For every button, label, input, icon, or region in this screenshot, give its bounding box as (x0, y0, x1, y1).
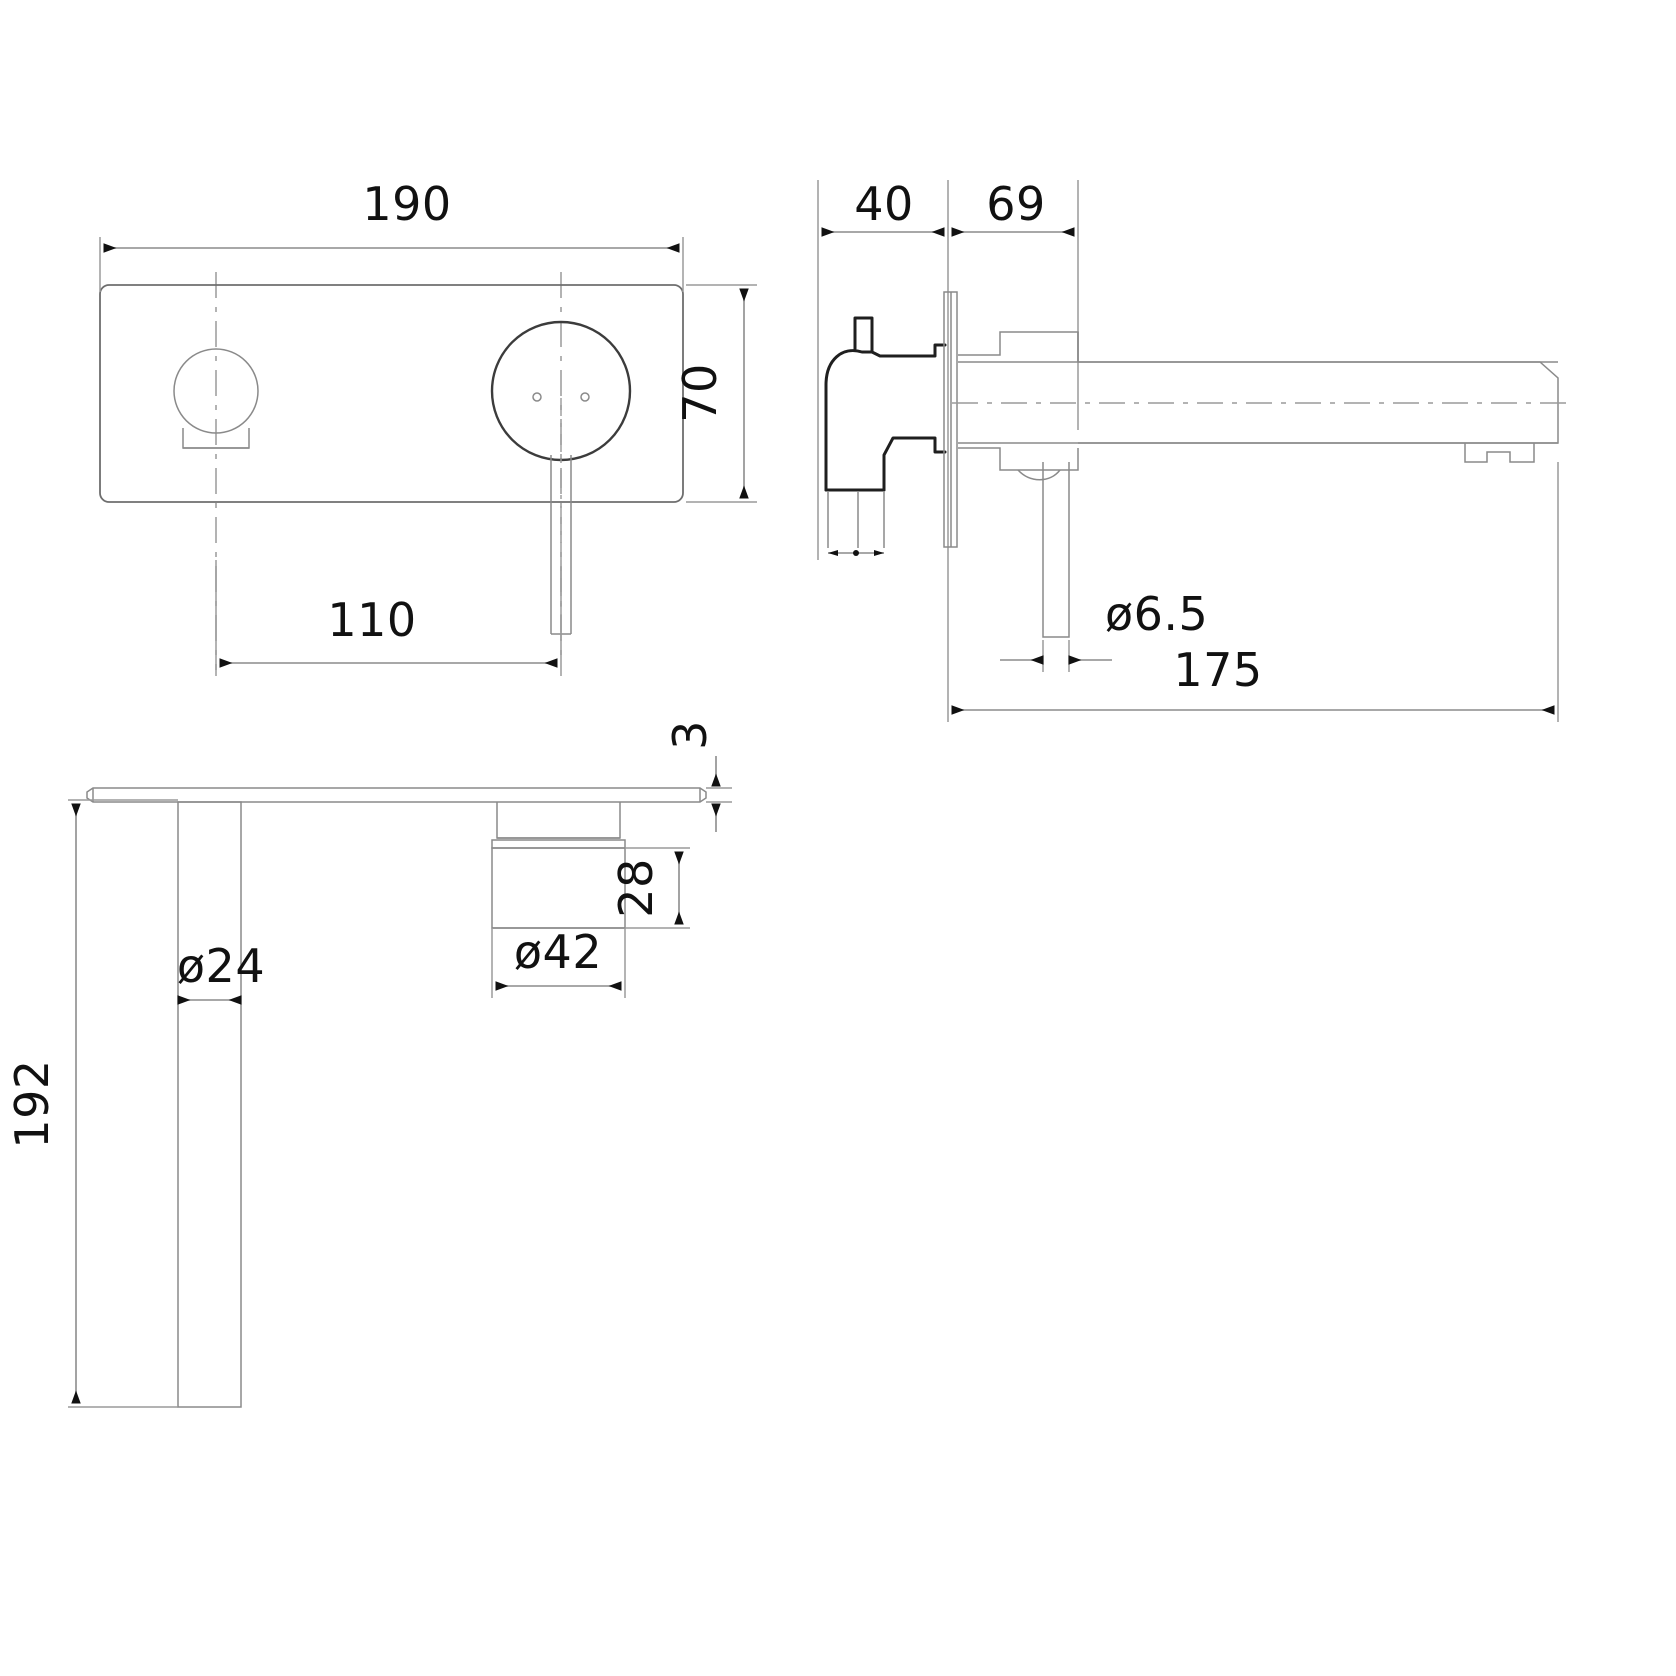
handle-screw-left (532, 392, 542, 402)
plan-spout-barrel (491, 847, 626, 929)
dim-label-69: 69 (986, 177, 1046, 231)
dimension-diam-42: ø42 (491, 925, 626, 998)
dimension-40: 40 (821, 177, 945, 237)
side-section-view: 40 69 ø6.5 175 (817, 177, 1570, 722)
spout-outlet-front (173, 348, 259, 449)
dim-label-28: 28 (609, 858, 663, 918)
dim-label-70: 70 (673, 363, 727, 423)
spout-outlet-detail (1464, 443, 1535, 463)
plan-lever-body (177, 801, 242, 1408)
plan-spout-neck (496, 802, 621, 839)
plan-faceplate-edge (86, 787, 707, 803)
spout-outlet-circle (173, 348, 259, 434)
side-lever-stem (1042, 462, 1070, 638)
dimension-70: 70 (673, 284, 757, 503)
dimension-190: 190 (99, 177, 684, 292)
dimension-69: 69 (951, 177, 1075, 237)
plan-spout-flange (491, 839, 626, 849)
valve-body-profile (824, 316, 947, 492)
front-elevation-view: 190 70 110 (99, 177, 757, 676)
spout-outer-body (1078, 361, 1559, 444)
valve-tail-legs (827, 492, 885, 548)
dimension-28: 28 (609, 847, 690, 929)
dim-label-110: 110 (327, 593, 416, 647)
spout-upper-profile (958, 331, 1558, 363)
dim-label-3: 3 (663, 720, 717, 750)
dimension-110: 110 (215, 560, 562, 676)
dimension-175: 175 (951, 643, 1555, 715)
dimension-diam-6-5: ø6.5 (1000, 587, 1208, 672)
spout-collar-lower (958, 447, 1079, 471)
dim-label-190: 190 (362, 177, 451, 231)
dim-label-175: 175 (1173, 643, 1262, 697)
valve-tail-arrow-left (828, 550, 838, 556)
dim-label-192: 192 (5, 1059, 59, 1148)
valve-tail-arrow-right (874, 550, 884, 556)
dimension-3: 3 (663, 720, 732, 832)
side-lever-fillet (1017, 469, 1061, 481)
handle-screw-right (580, 392, 590, 402)
dimension-diam-24: ø24 (177, 939, 265, 1005)
faceplate-outline (99, 284, 684, 503)
valve-tail-dot (853, 550, 859, 556)
dim-label-diam-6-5: ø6.5 (1105, 587, 1208, 641)
dim-label-40: 40 (854, 177, 914, 231)
dimension-192: 192 (5, 799, 178, 1408)
dim-label-diam-42: ø42 (514, 925, 602, 979)
plan-view: 3 28 ø42 ø24 192 (5, 720, 732, 1408)
dim-label-diam-24: ø24 (177, 939, 265, 993)
